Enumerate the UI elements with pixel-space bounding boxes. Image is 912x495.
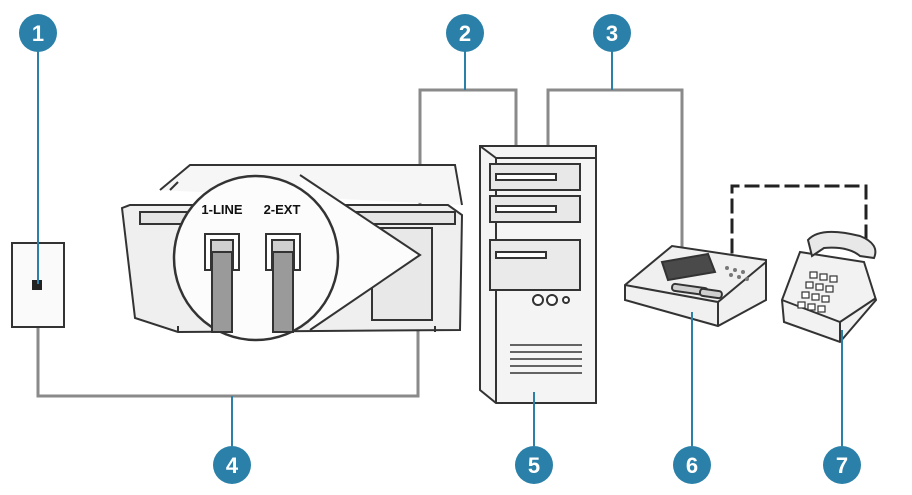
telephone	[780, 230, 878, 344]
ext-port-icon	[265, 233, 301, 333]
cable-answering-machine-to-phone	[730, 184, 868, 254]
callout-2: 2	[446, 14, 484, 52]
callout-2-number: 2	[459, 21, 471, 46]
callout-badges: 1 2 3 4 5 6 7	[19, 14, 861, 484]
callout-1: 1	[19, 14, 57, 52]
port-magnifier: 1-LINE 2-EXT	[172, 174, 422, 342]
keypad	[797, 271, 838, 313]
callout-6-number: 6	[686, 453, 698, 478]
answering-machine	[624, 244, 767, 328]
callout-7-number: 7	[836, 453, 848, 478]
callout-3-number: 3	[606, 21, 618, 46]
callout-leaders	[37, 50, 843, 446]
line-port-icon	[204, 233, 240, 333]
callout-5: 5	[515, 446, 553, 484]
callout-5-number: 5	[528, 453, 540, 478]
tower-vents	[510, 344, 582, 374]
callout-6: 6	[673, 446, 711, 484]
port-label-ext: 2-EXT	[264, 202, 301, 217]
computer-tower	[479, 145, 597, 404]
callout-7: 7	[823, 446, 861, 484]
callout-3: 3	[593, 14, 631, 52]
callout-4-number: 4	[226, 453, 239, 478]
callout-1-number: 1	[32, 21, 44, 46]
port-label-line: 1-LINE	[201, 202, 243, 217]
cable-computer-to-answering-machine	[546, 88, 684, 248]
callout-4: 4	[213, 446, 251, 484]
speaker-grille	[725, 266, 749, 281]
